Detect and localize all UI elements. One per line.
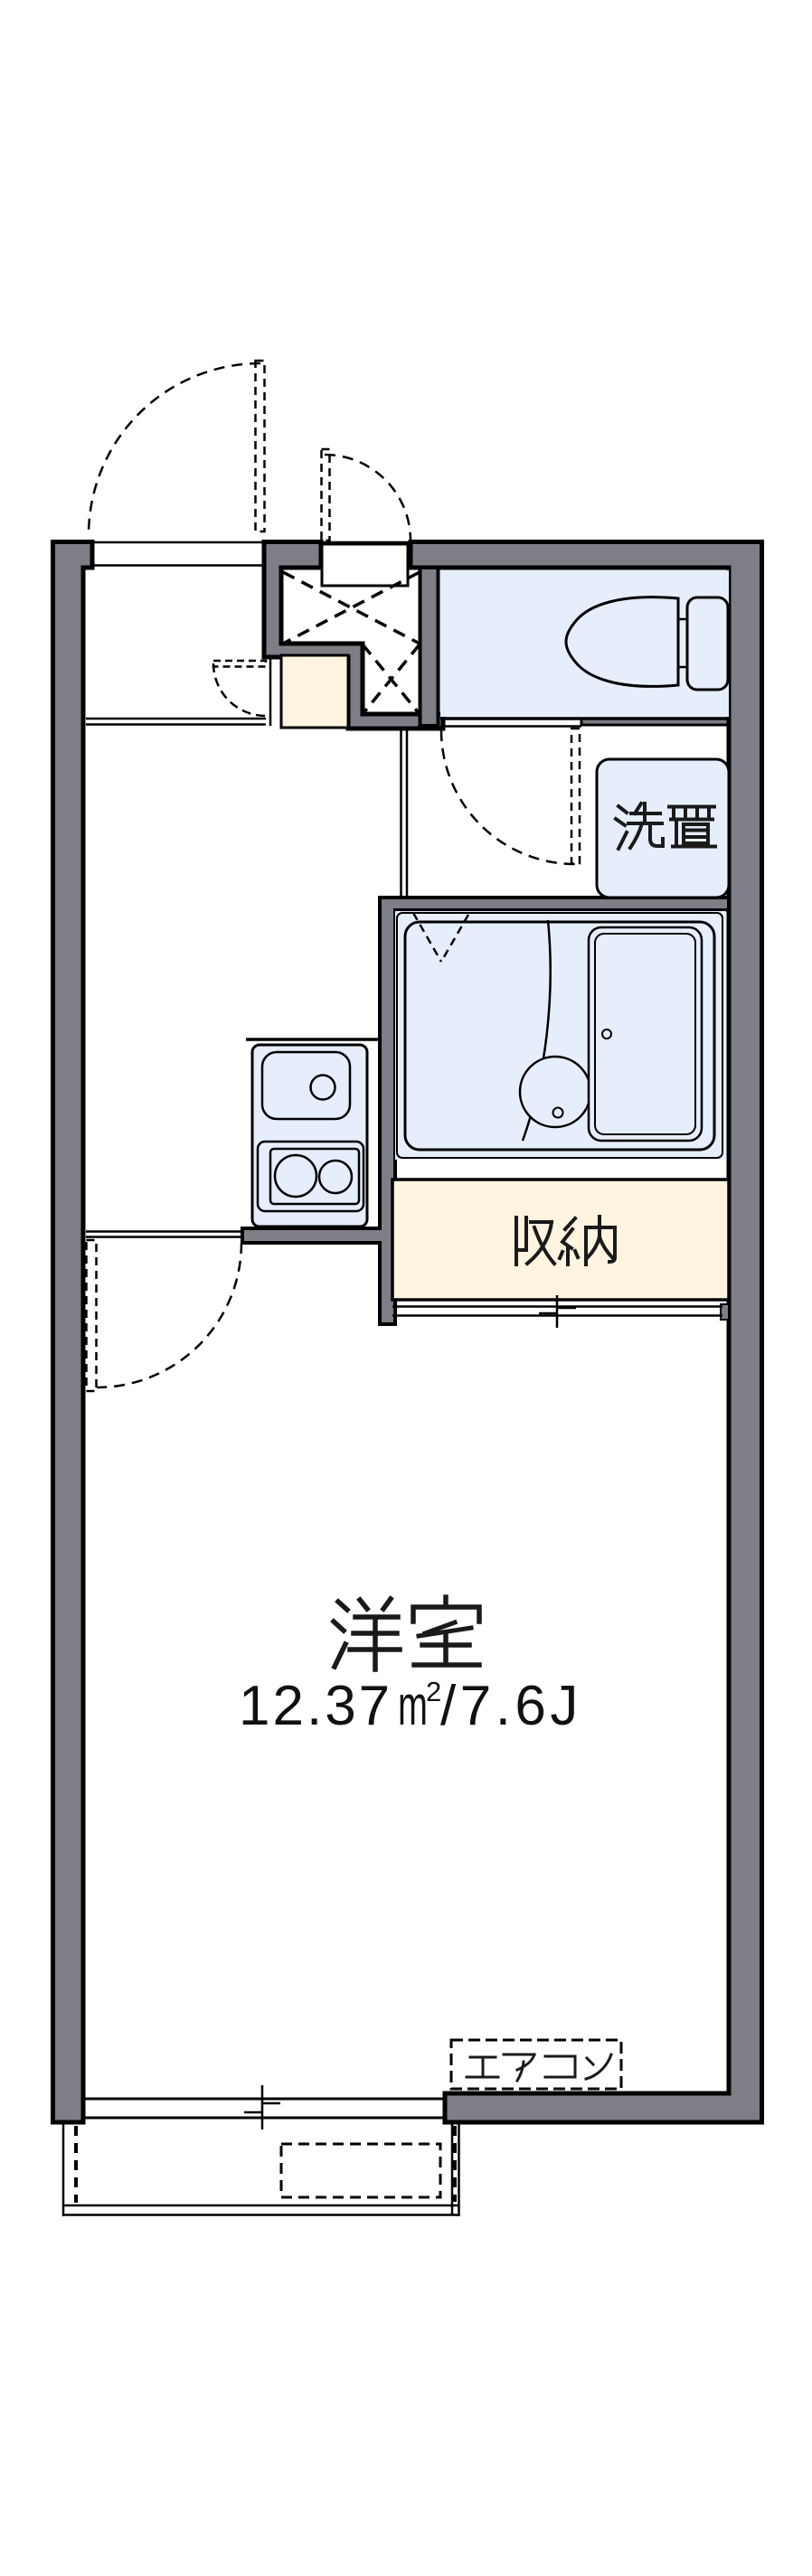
svg-text:m: m xyxy=(398,1675,428,1737)
svg-text:2: 2 xyxy=(426,1676,441,1707)
svg-text:/7.6J: /7.6J xyxy=(440,1675,582,1737)
svg-text:12.37: 12.37 xyxy=(239,1675,392,1737)
